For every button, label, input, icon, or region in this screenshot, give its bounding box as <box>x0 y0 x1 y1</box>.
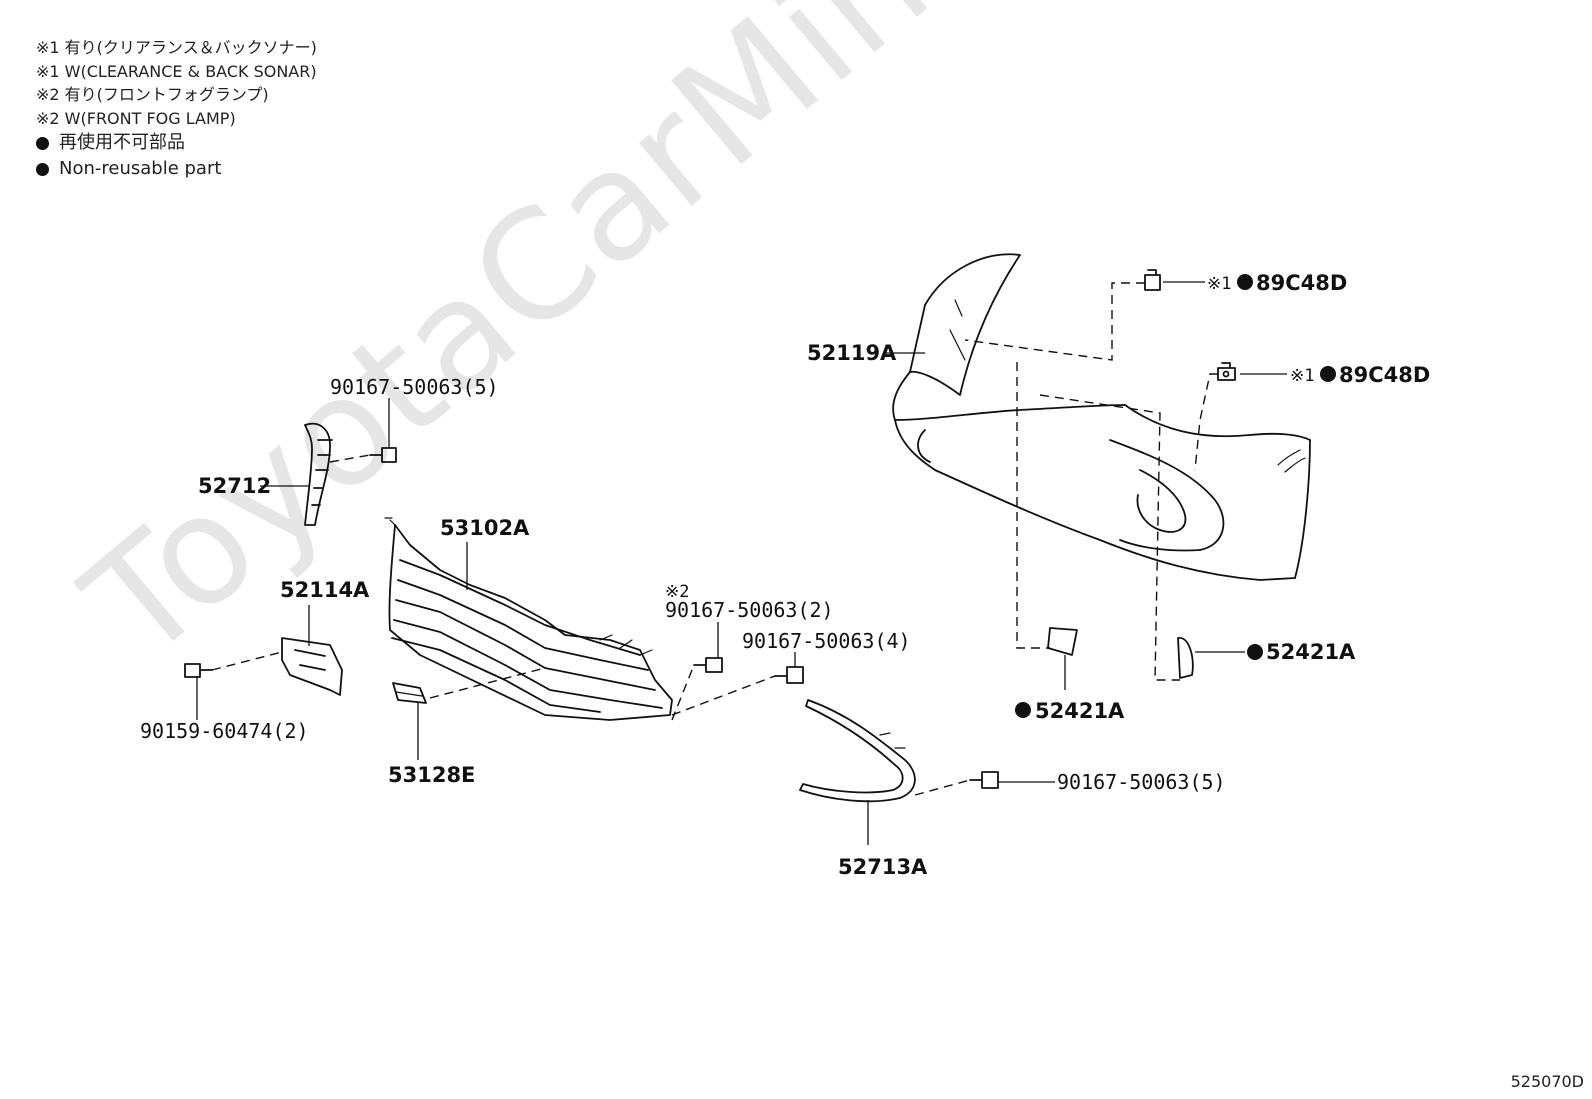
bolt-top-drawing <box>369 447 397 463</box>
bracket-52712-drawing <box>304 422 333 526</box>
label-53128E: 53128E <box>388 763 475 787</box>
bolt-bottom-drawing <box>969 771 999 789</box>
non-reusable-dot-icon <box>36 162 49 176</box>
bumper-cover-drawing <box>892 253 1311 581</box>
dashed-connectors <box>211 282 1218 796</box>
legend-line-1: ※1 有り(クリアランス＆バックソナー) <box>36 38 317 57</box>
label-52713A: 52713A <box>838 855 928 879</box>
legend-line-5: 再使用不可部品 <box>36 130 317 156</box>
dot-89C48D-a-icon <box>1237 274 1253 290</box>
bolt-90167-4-drawing <box>774 666 804 684</box>
bracket-52114A-drawing <box>281 637 343 696</box>
label-mark1-a: ※1 <box>1207 274 1231 294</box>
bumper-pad-left-drawing <box>1047 627 1078 656</box>
garnish-52713A-drawing <box>799 699 916 803</box>
label-53102A: 53102A <box>440 516 530 540</box>
diagram-code: 525070D <box>1510 1072 1584 1091</box>
label-89C48D-a: 89C48D <box>1256 271 1347 295</box>
leader-lines <box>196 281 1287 845</box>
label-90167-5b: 90167-50063(5) <box>1057 770 1226 794</box>
label-90159: 90159-60474(2) <box>140 719 309 743</box>
non-reusable-dot-icon <box>36 136 49 150</box>
legend-line-6: Non-reusable part <box>36 156 317 182</box>
sensor-lower-drawing <box>1217 362 1236 381</box>
label-90167-top: 90167-50063(5) <box>330 375 499 399</box>
insert-53128E-drawing <box>392 682 427 704</box>
dot-89C48D-b-icon <box>1320 366 1336 382</box>
sensor-upper-drawing <box>1144 269 1161 291</box>
label-mark1-b: ※1 <box>1290 366 1314 386</box>
label-52114A: 52114A <box>280 578 370 602</box>
label-90167-4: 90167-50063(4) <box>742 629 911 653</box>
bolt-90159-drawing <box>184 663 213 678</box>
legend-line-3: ※2 有り(フロントフォグランプ) <box>36 85 269 104</box>
label-89C48D-b: 89C48D <box>1339 363 1430 387</box>
non-reusable-markers <box>1015 274 1336 718</box>
label-90167-2: 90167-50063(2) <box>665 598 834 622</box>
grille-53102A-drawing <box>384 517 673 721</box>
label-52421A-left: 52421A <box>1035 699 1125 723</box>
dot-52421A-left-icon <box>1015 702 1031 718</box>
legend-line-4: ※2 W(FRONT FOG LAMP) <box>36 108 236 128</box>
label-mark2: ※2 <box>665 582 689 602</box>
legend-line-2: ※1 W(CLEARANCE & BACK SONAR) <box>36 61 317 81</box>
label-52712: 52712 <box>198 474 271 498</box>
bolt-90167-2-drawing <box>693 657 723 673</box>
label-52119A: 52119A <box>807 341 897 365</box>
legend: ※1 有り(クリアランス＆バックソナー) ※1 W(CLEARANCE & BA… <box>36 36 317 182</box>
bumper-pad-right-drawing <box>1177 637 1194 679</box>
dot-52421A-right-icon <box>1247 644 1263 660</box>
label-52421A-right: 52421A <box>1266 640 1356 664</box>
